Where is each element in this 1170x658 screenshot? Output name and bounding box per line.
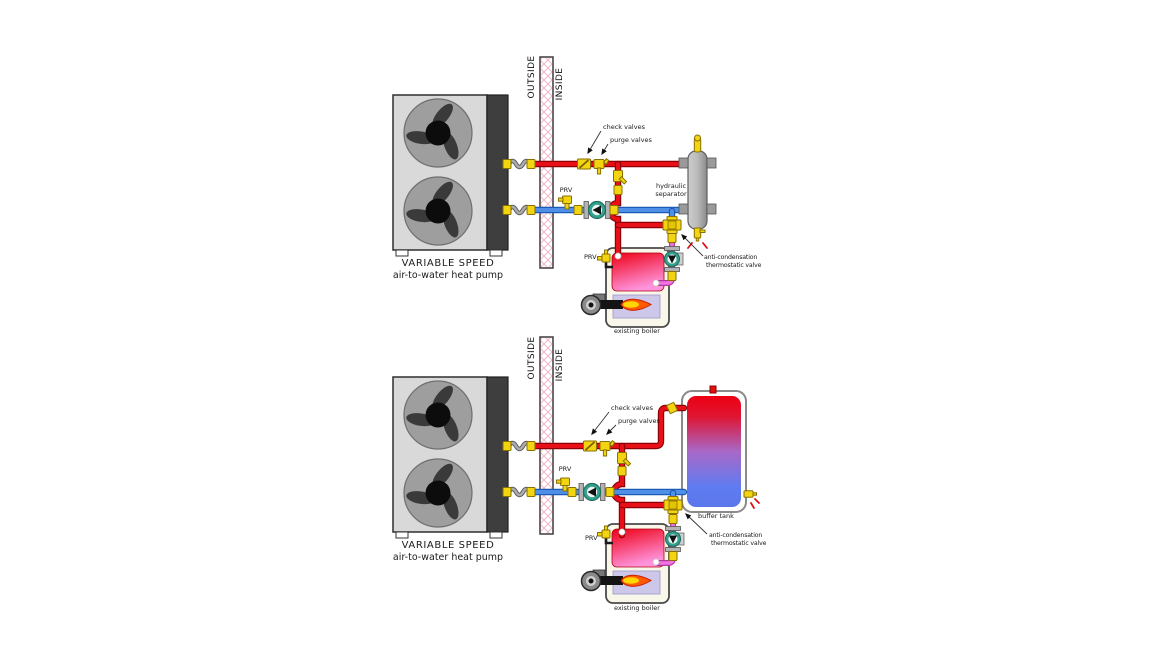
shutoff-valve (526, 159, 536, 169)
shutoff-valve (502, 205, 512, 215)
outside-label: OUTSIDE (527, 56, 537, 99)
outside-label: OUTSIDE (527, 337, 537, 380)
shutoff-valve (526, 441, 536, 451)
drain-drips (750, 498, 760, 509)
hot-supply-pipe (533, 406, 686, 448)
heat-pump-label-2: air-to-water heat pump (393, 270, 503, 281)
boiler-port (614, 252, 622, 260)
boiler-label: existing boiler (614, 327, 660, 335)
prv-line-label: PRV (559, 465, 572, 473)
top-diagram: OUTSIDE INSIDE VARIABLE SPEED air-to-wat… (393, 56, 762, 335)
tank-inlet-valve (665, 401, 679, 415)
air-vent-valve (693, 134, 702, 153)
check-valve (576, 158, 592, 170)
heat-pump-unit (393, 95, 508, 256)
bottom-diagram: OUTSIDE INSIDE VARIABLE SPEED air-to-wat… (393, 336, 767, 612)
shutoff-valve (502, 487, 512, 497)
anti-condensation-label-1: anti-condensation (704, 254, 757, 261)
tank-top-nipple (709, 385, 717, 394)
prv-line-label: PRV (560, 186, 573, 194)
separator-port (706, 203, 717, 215)
heat-pump: VARIABLE SPEED air-to-water heat pump (393, 377, 508, 563)
boiler-port (652, 279, 660, 287)
circulator-pump (583, 200, 611, 220)
prv-pipe (604, 262, 613, 269)
circulator-pump (578, 482, 606, 502)
separator-port (678, 203, 689, 215)
prv-boiler-label: PRV (585, 534, 598, 542)
annotations: check valves purge valves PRV PRV buffer… (559, 404, 767, 612)
shutoff-valve (526, 205, 536, 215)
purge-valves-label: purge valves (610, 136, 652, 144)
separator-port (706, 157, 717, 169)
anti-condensation-label-1: anti-condensation (709, 532, 762, 539)
shutoff-valve (526, 487, 536, 497)
boiler-pump (663, 245, 684, 273)
separator-drain-valve (693, 227, 706, 242)
riser-union (617, 466, 627, 476)
riser-union (613, 185, 623, 195)
pump-union (573, 205, 583, 215)
boiler-port (618, 528, 626, 536)
purge-valve-riser (617, 452, 631, 467)
boiler-pump (664, 525, 685, 553)
inside-label: INSIDE (555, 349, 565, 382)
purge-valve-riser (613, 170, 627, 185)
inside-label: INSIDE (555, 68, 565, 101)
prv-boiler-label: PRV (584, 253, 597, 261)
separator-port (678, 157, 689, 169)
tank-drain-valve (743, 490, 757, 498)
anti-condensation-label-2: thermostatic valve (711, 540, 767, 547)
anti-condensation-valve (663, 496, 683, 514)
anti-condensation-label-2: thermostatic valve (706, 262, 762, 269)
pump-union (609, 205, 619, 215)
check-valves-label: check valves (611, 404, 654, 412)
heat-pump: VARIABLE SPEED air-to-water heat pump (393, 95, 508, 281)
wall: OUTSIDE INSIDE (527, 336, 565, 535)
mixed-union (668, 551, 678, 561)
separator-label-1: hydraulic (656, 182, 686, 190)
check-valves-label: check valves (603, 123, 646, 131)
mixed-union (668, 514, 678, 524)
separator-label-2: separator (655, 190, 687, 198)
boiler-label: existing boiler (614, 604, 660, 612)
pump-union (605, 487, 615, 497)
mixed-union (667, 271, 677, 281)
annotations: check valves purge valves PRV PRV hydrau… (560, 123, 762, 335)
buffer-tank (681, 385, 747, 513)
heat-pump-unit (393, 377, 508, 538)
heat-pump-label-1: VARIABLE SPEED (402, 540, 495, 551)
purge-valves-label: purge valves (618, 417, 660, 425)
hydraulic-separator (687, 134, 708, 249)
shutoff-valve (502, 159, 512, 169)
anti-condensation-valve (662, 216, 682, 234)
mixed-union (667, 233, 677, 243)
boiler-port (652, 558, 660, 566)
pump-union (567, 487, 577, 497)
heat-pump-label-1: VARIABLE SPEED (402, 258, 495, 269)
heat-pump-label-2: air-to-water heat pump (393, 552, 503, 563)
prv-pipe (604, 538, 613, 545)
check-valve (582, 440, 598, 452)
buffer-tank-label: buffer tank (698, 512, 734, 520)
shutoff-valve (502, 441, 512, 451)
